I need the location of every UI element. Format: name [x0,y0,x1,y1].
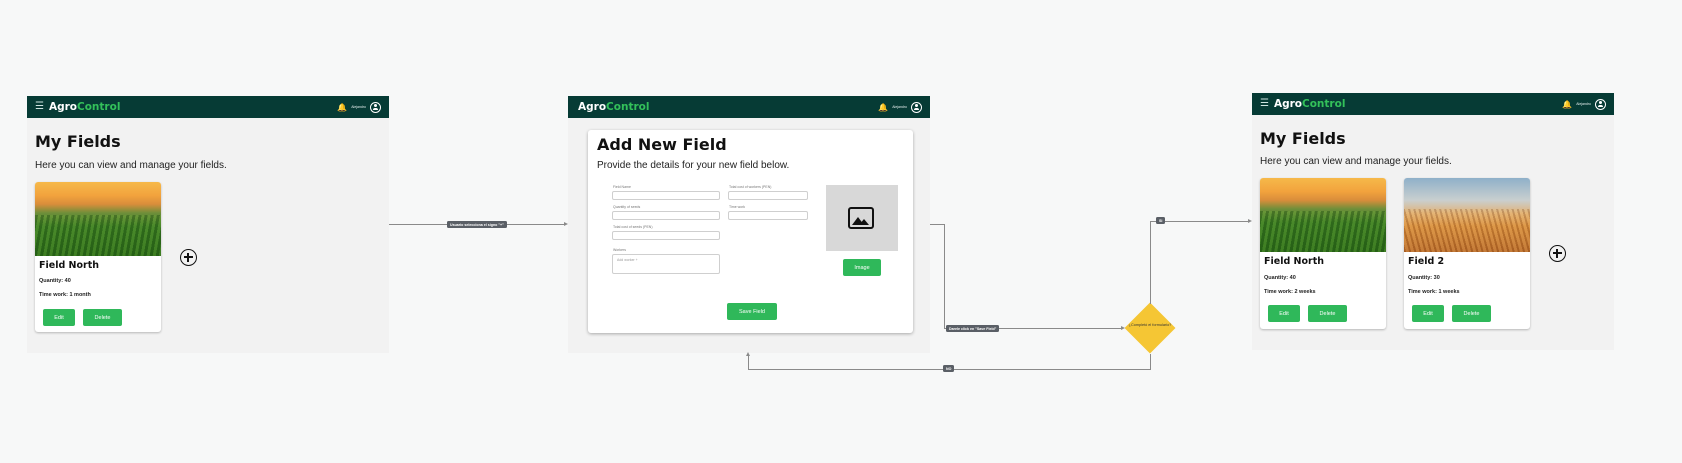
page-title: My Fields [35,132,121,151]
workers-textarea[interactable]: Add worker + [612,254,720,274]
time-work-input[interactable] [728,211,808,220]
flow-edge-no [1150,354,1151,369]
field-card[interactable]: Field North Quantity: 40 Time work: 2 we… [1260,178,1386,329]
flow-label-yes: SI [1156,217,1166,224]
quantity-seeds-label: Quantity of seeds [613,205,641,209]
add-field-form: Add New Field Provide the details for yo… [588,130,913,333]
total-cost-workers-label: Total cost of workers (PEN) [729,185,772,189]
edit-button[interactable]: Edit [1412,305,1444,322]
bell-icon[interactable]: 🔔 [1562,99,1573,109]
flow-edge-save [930,224,944,225]
total-cost-seeds-input[interactable] [612,231,720,240]
flow-label-no: NO [943,365,955,372]
image-icon [848,207,874,229]
field-image [1260,178,1386,252]
field-time: Time work: 2 weeks [1264,289,1316,295]
flow-edge-no [748,356,749,370]
flow-edge-save [944,328,1122,329]
screen-my-fields-initial: ☰ AgroControl 🔔 Alejandro My Fields Here… [27,96,389,353]
top-navbar: ☰ AgroControl 🔔 Alejandro [27,96,389,118]
user-avatar-icon[interactable] [1595,98,1606,110]
bell-icon[interactable]: 🔔 [878,102,889,112]
field-card[interactable]: Field North Quantity: 40 Time work: 1 mo… [35,182,161,332]
field-time: Time work: 1 weeks [1408,289,1460,295]
top-navbar: ☰ AgroControl 🔔 Alejandro [1252,93,1614,115]
app-logo[interactable]: AgroControl [578,101,650,113]
flow-edge-save [944,224,945,328]
top-navbar: AgroControl 🔔 Alejandro [568,96,930,118]
menu-icon[interactable]: ☰ [35,101,44,112]
field-name-input[interactable] [612,191,720,200]
add-field-icon[interactable] [180,249,197,266]
quantity-seeds-input[interactable] [612,211,720,220]
form-title: Add New Field [597,135,727,154]
app-logo[interactable]: AgroControl [1273,98,1346,110]
field-name-label: Field Name [613,185,631,189]
flow-arrowhead [1248,219,1252,223]
flow-label-select-plus: Usuario selecciona el signo "+" [447,221,507,228]
delete-button[interactable]: Delete [83,309,122,326]
delete-button[interactable]: Delete [1308,305,1347,322]
user-avatar-icon[interactable] [911,101,922,113]
field-name: Field North [39,260,100,271]
image-upload-button[interactable]: Image [843,259,881,276]
form-subtitle: Provide the details for your new field b… [597,160,790,171]
page-subtitle: Here you can view and manage your fields… [1260,156,1452,167]
user-name: Alejandro [1576,102,1591,106]
flow-arrowhead [564,222,568,226]
field-quantity: Quantity: 40 [1264,275,1296,281]
flow-label-save-field: Darele click en "Save Field" [946,325,1000,332]
menu-icon[interactable]: ☰ [1260,98,1269,109]
add-field-icon[interactable] [1549,245,1566,262]
total-cost-workers-input[interactable] [728,191,808,200]
field-time: Time work: 1 month [39,292,91,298]
user-name: Alejandro [351,105,366,109]
bell-icon[interactable]: 🔔 [337,102,348,112]
time-work-label: Time work [729,205,746,209]
field-image [35,182,161,256]
page-title: My Fields [1260,129,1346,148]
total-cost-seeds-label: Total cost of seeds (PEN) [613,225,653,229]
user-avatar-icon[interactable] [370,101,381,113]
flow-edge-yes [1150,221,1151,304]
user-name: Alejandro [892,105,907,109]
save-field-button[interactable]: Save Field [727,303,777,320]
decision-label: ¿Completó el formulario? [1128,323,1172,327]
screen-add-new-field: AgroControl 🔔 Alejandro Add New Field Pr… [568,96,930,353]
field-image [1404,178,1530,252]
edit-button[interactable]: Edit [43,309,75,326]
field-quantity: Quantity: 30 [1408,275,1440,281]
flow-arrowhead [1121,326,1125,330]
edit-button[interactable]: Edit [1268,305,1300,322]
app-logo[interactable]: AgroControl [48,101,121,113]
screen-my-fields-updated: ☰ AgroControl 🔔 Alejandro My Fields Here… [1252,93,1614,350]
delete-button[interactable]: Delete [1452,305,1491,322]
image-placeholder [826,185,898,251]
flow-edge-yes [1150,221,1248,222]
field-card[interactable]: Field 2 Quantity: 30 Time work: 1 weeks … [1404,178,1530,329]
field-name: Field North [1264,256,1325,267]
workers-label: Workers [613,248,626,252]
flow-arrowhead [746,352,750,356]
page-subtitle: Here you can view and manage your fields… [35,160,227,171]
field-name: Field 2 [1408,256,1445,267]
decision-diamond [1124,302,1176,354]
field-quantity: Quantity: 40 [39,278,71,284]
